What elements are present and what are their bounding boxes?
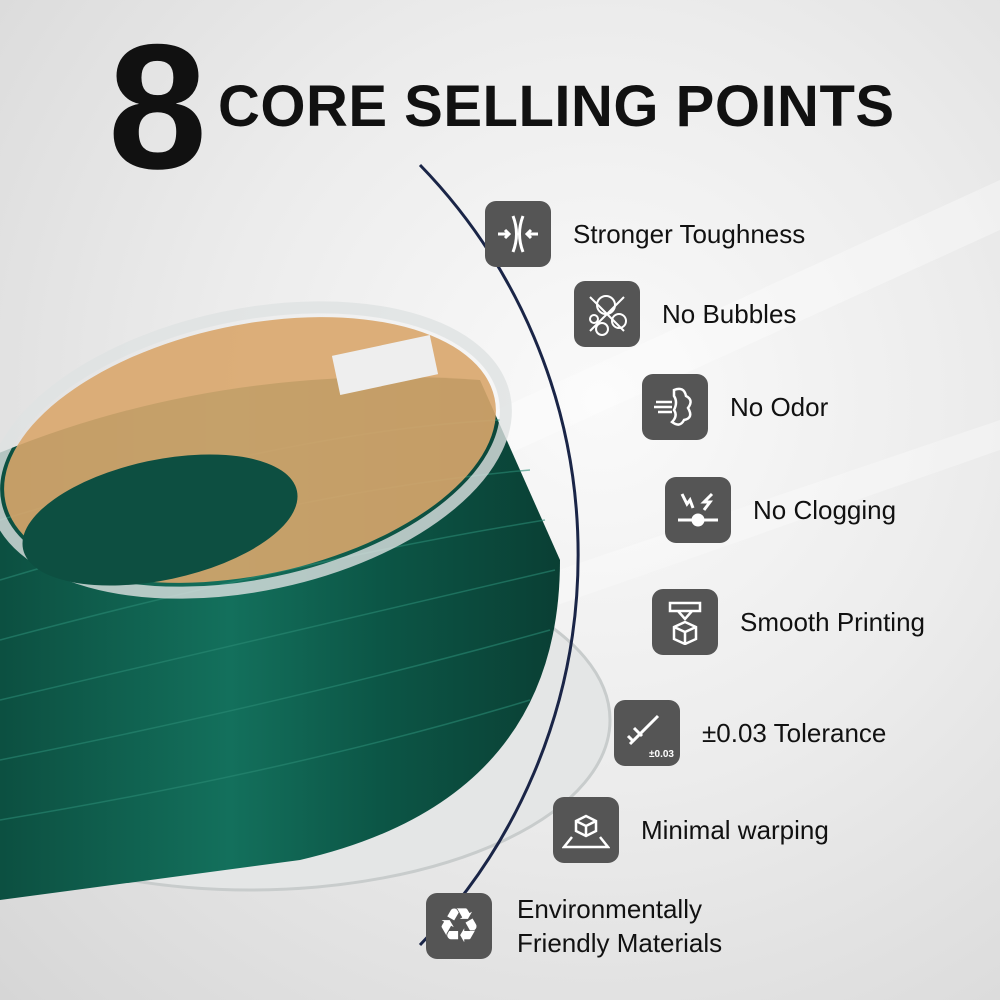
compression-arrows-icon	[485, 201, 551, 267]
cube-platform-icon	[553, 797, 619, 863]
title-number: 8	[108, 7, 207, 206]
feature-no-bubbles: No Bubbles	[574, 281, 796, 347]
recycle-icon: ♻	[426, 893, 492, 959]
feature-label-line2: Friendly Materials	[517, 928, 723, 958]
feature-no-odor: No Odor	[642, 374, 828, 440]
feature-no-clogging: No Clogging	[665, 477, 896, 543]
feature-label: Minimal warping	[641, 815, 829, 845]
feature-arc	[418, 163, 580, 947]
page-title: CORE SELLING POINTS	[218, 74, 895, 139]
feature-label: ±0.03 Tolerance	[702, 718, 887, 748]
feature-smooth-printing: Smooth Printing	[652, 589, 925, 655]
odor-cloud-icon	[642, 374, 708, 440]
no-clog-icon	[665, 477, 731, 543]
feature-stronger-toughness: Stronger Toughness	[485, 201, 805, 267]
feature-minimal-warping: Minimal warping	[553, 797, 829, 863]
feature-label-line1: Environmentally	[517, 894, 702, 924]
feature-label: No Bubbles	[662, 299, 797, 329]
feature-label: No Clogging	[753, 495, 897, 525]
printer-nozzle-icon	[652, 589, 718, 655]
feature-label: Smooth Printing	[740, 607, 925, 637]
filament-spool	[0, 301, 612, 900]
no-bubbles-icon	[574, 281, 640, 347]
feature-label: No Odor	[730, 392, 829, 422]
tolerance-badge: ±0.03	[649, 749, 674, 760]
feature-label: Stronger Toughness	[573, 219, 806, 249]
caliper-icon: ±0.03	[614, 700, 680, 766]
feature-tolerance: ±0.03 ±0.03 Tolerance	[614, 700, 886, 766]
